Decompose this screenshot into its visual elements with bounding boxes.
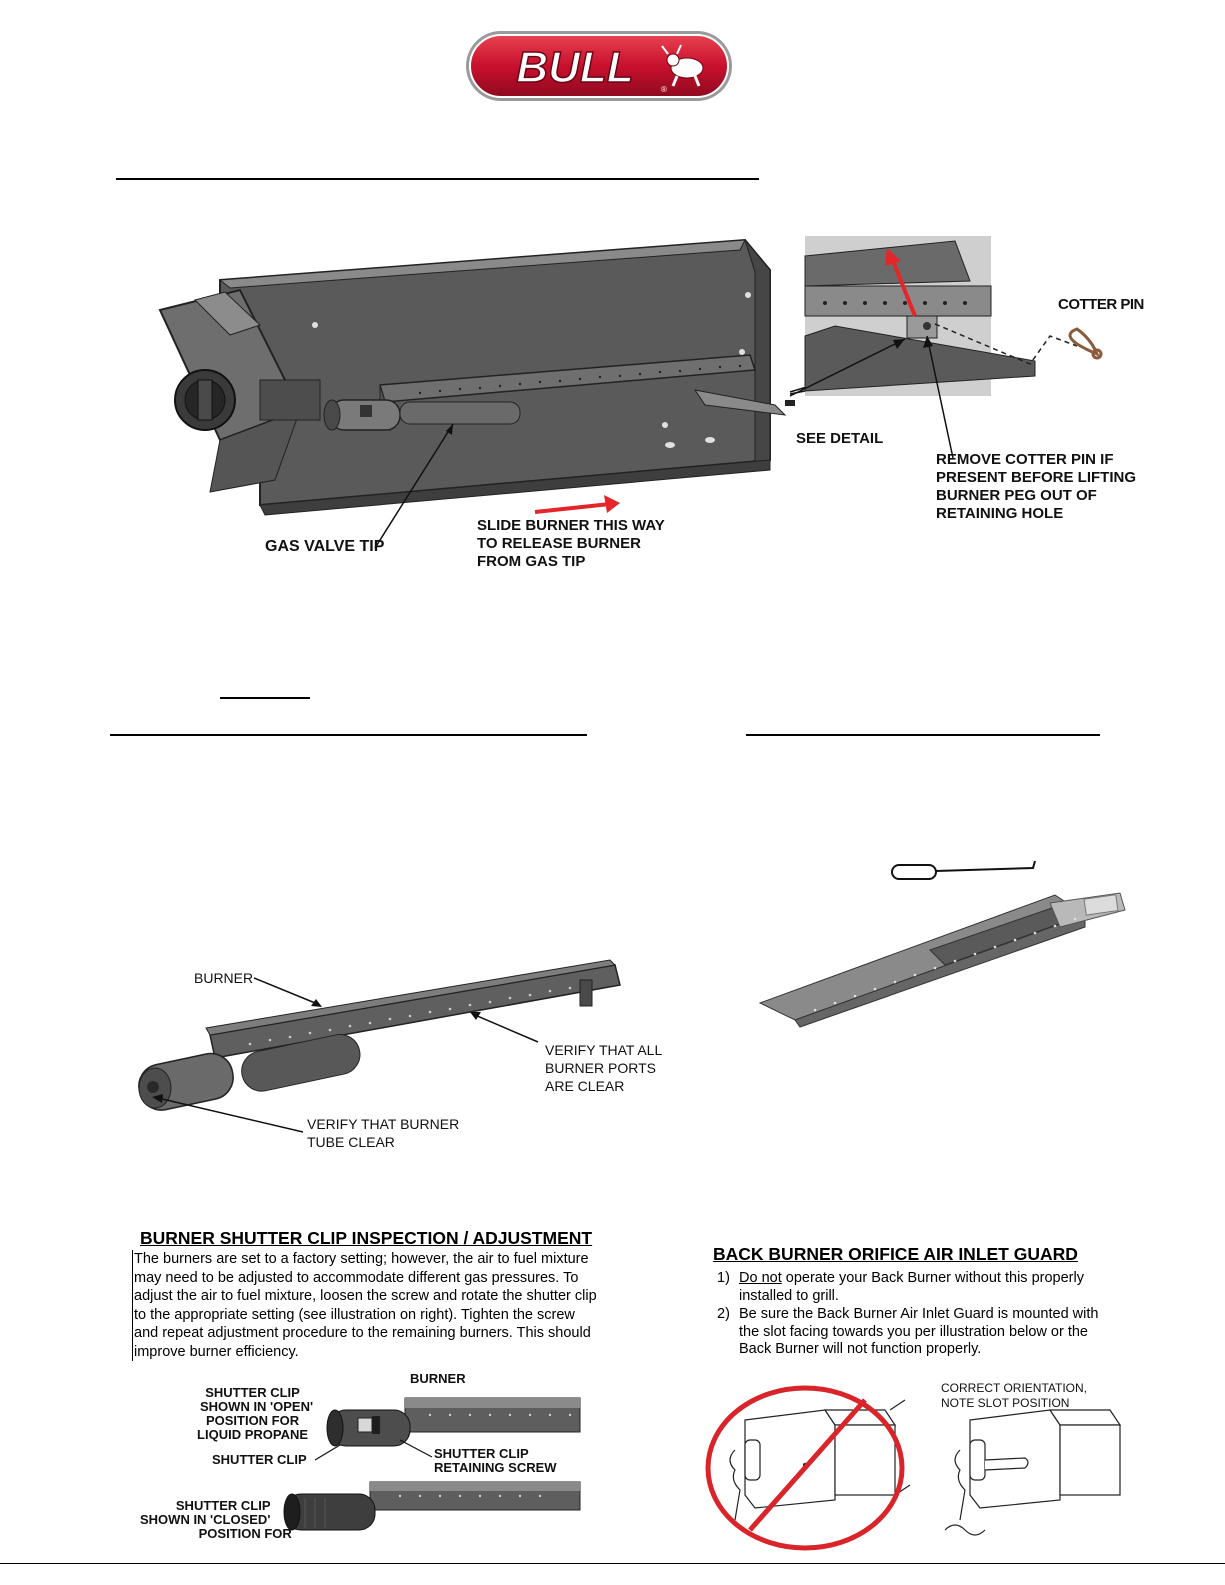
open-line: LIQUID PROPANE [197,1427,309,1442]
page-bottom-rule [0,1563,1225,1564]
tube-line: TUBE CLEAR [307,1134,395,1150]
gas-valve-tip-label: GAS VALVE TIP [265,538,385,555]
slide-direction-arrow [534,502,611,514]
burner-label: BURNER [194,970,254,986]
ports-line: VERIFY THAT ALL [545,1042,663,1058]
paragraph-line: to the appropriate setting (see illustra… [134,1306,575,1323]
guard-item-2: 2) Be sure the Back Burner Air Inlet Gua… [717,1306,1127,1360]
section-rule-right [746,734,1100,736]
retaining-screw-note: SHUTTER CLIP RETAINING SCREW [434,1447,557,1475]
logo-badge: BULL ® [466,31,732,101]
item-number: 1) [717,1270,730,1286]
item-text: Be sure the Back Burner Air Inlet Guard … [739,1306,1099,1357]
tube-line: VERIFY THAT BURNER [307,1116,460,1132]
retaining-line: SHUTTER CLIP [434,1446,529,1461]
shutter-clip-illustration [283,1397,581,1531]
cotter-pin-icon [1068,327,1103,360]
brand-logo: BULL ® [465,30,733,102]
shutter-closed-note: SHUTTER CLIP SHOWN IN 'CLOSED' POSITION … [140,1499,292,1541]
slide-line: FROM GAS TIP [477,553,586,570]
open-line: SHUTTER CLIP [205,1385,300,1400]
correct-orientation [944,1409,1122,1536]
open-line: POSITION FOR [205,1413,300,1428]
shutter-burner-label: BURNER [410,1371,466,1386]
tube-clear-note: VERIFY THAT BURNER TUBE CLEAR [307,1115,459,1151]
section-rule-top [116,178,759,180]
paragraph-line: may need to be adjusted to accommodate d… [134,1269,579,1286]
guard-orientation-illustration [705,1385,1122,1551]
guard-heading: BACK BURNER ORIFICE AIR INLET GUARD [713,1244,1078,1264]
paragraph-line: and repeat adjustment procedure to the r… [134,1325,591,1341]
item-text: operate your Back Burner without this pr… [739,1270,1084,1304]
correct-line: NOTE SLOT POSITION [941,1396,1070,1410]
ports-clear-note: VERIFY THAT ALL BURNER PORTS ARE CLEAR [545,1041,662,1095]
guard-item-1: 1) Do not operate your Back Burner witho… [717,1270,1127,1306]
remove-pin-line: RETAINING HOLE [936,505,1064,522]
slide-line: TO RELEASE BURNER [477,535,641,552]
closed-line: POSITION FOR [198,1526,292,1541]
slide-burner-note: SLIDE BURNER THIS WAY TO RELEASE BURNER … [477,517,665,571]
see-detail-label: SEE DETAIL [796,430,884,447]
remove-pin-line: PRESENT BEFORE LIFTING [936,469,1137,486]
cotter-pin-label: COTTER PIN [1058,296,1144,313]
closed-line: SHOWN IN 'CLOSED' [140,1512,271,1527]
shutter-paragraph: The burners are set to a factory setting… [132,1250,664,1361]
figure-shutter-clip [280,1390,581,1540]
burner-box-illustration [158,238,931,549]
prohibited-icon [705,1385,905,1551]
trademark-symbol: ® [661,85,667,94]
back-burner-illustration [758,860,1126,1028]
remove-pin-line: BURNER PEG OUT OF [936,487,1097,504]
logo-wordmark: BULL [516,43,633,92]
ports-line: ARE CLEAR [545,1078,625,1094]
open-line: SHOWN IN 'OPEN' [200,1399,314,1414]
shutter-open-note: SHUTTER CLIP SHOWN IN 'OPEN' POSITION FO… [196,1385,313,1442]
correct-orientation-note: CORRECT ORIENTATION, NOTE SLOT POSITION [941,1381,1087,1411]
gas-valve-tip-leader [374,423,454,549]
figure-burner-removal [150,230,1150,580]
slide-line: SLIDE BURNER THIS WAY [477,517,665,534]
figure-burner-inspection [130,959,630,1140]
detail-inset-illustration [789,236,1103,459]
figure-guard-orientation [705,1380,1125,1551]
correct-line: CORRECT ORIENTATION, [941,1381,1088,1395]
remove-pin-line: REMOVE COTTER PIN IF [936,451,1114,468]
section-rule-short [220,697,310,699]
lift-arrow [891,260,917,317]
paragraph-line: adjust the air to fuel mixture, loosen t… [134,1288,597,1304]
shutter-clip-label: SHUTTER CLIP [212,1452,307,1467]
detail-inset [789,236,1145,459]
item-number: 2) [717,1306,730,1322]
closed-line: SHUTTER CLIP [175,1498,271,1513]
shutter-heading: BURNER SHUTTER CLIP INSPECTION / ADJUSTM… [140,1228,593,1248]
retaining-line: RETAINING SCREW [434,1460,557,1475]
paragraph-line: improve burner efficiency. [134,1343,299,1360]
remove-pin-note: REMOVE COTTER PIN IF PRESENT BEFORE LIFT… [936,451,1136,523]
burner-inspection-illustration [138,959,621,1133]
cleaning-tool-icon [891,860,1036,880]
paragraph-line: The burners are set to a factory setting… [134,1251,589,1267]
section-rule-left [110,734,587,736]
item-emphasis: Do not [739,1270,782,1286]
figure-back-burner [755,855,1135,1028]
ports-line: BURNER PORTS [545,1060,656,1076]
bull-icon [661,44,704,87]
